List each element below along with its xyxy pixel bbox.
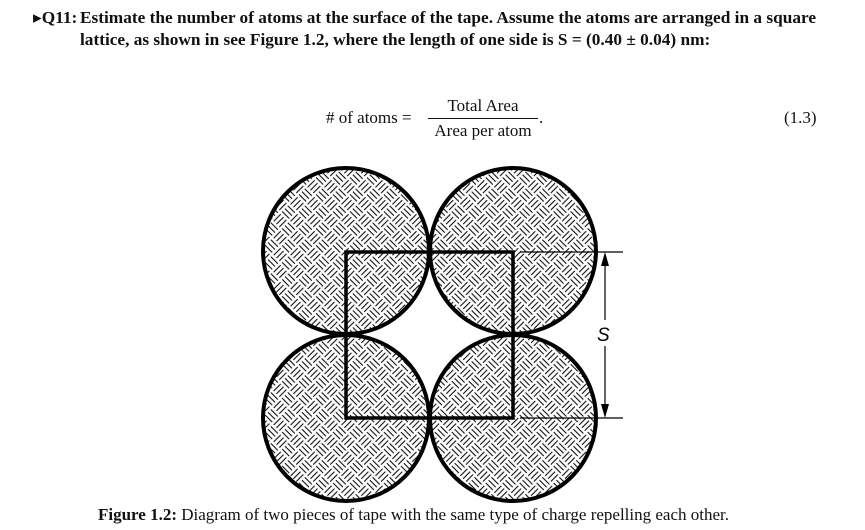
equation-number: (1.3)	[784, 108, 817, 127]
caption-label: Figure 1.2:	[98, 505, 178, 524]
question-label: ▸Q11:	[33, 7, 77, 29]
equation-fraction: Total Area Area per atom	[428, 96, 538, 141]
question-number: Q11:	[41, 8, 78, 27]
unit-cell-square	[344, 250, 515, 420]
figure-caption: Figure 1.2: Diagram of two pieces of tap…	[98, 505, 729, 525]
side-length-label: S	[597, 325, 610, 346]
equation-denominator: Area per atom	[434, 121, 532, 140]
arrow-down-icon	[601, 404, 609, 418]
caption-text: Diagram of two pieces of tape with the s…	[181, 505, 729, 524]
triangle-marker-icon: ▸	[33, 8, 42, 27]
equation-period: .	[539, 108, 544, 127]
atoms	[261, 166, 598, 503]
arrow-up-icon	[601, 252, 609, 266]
question-q11: ▸Q11: Estimate the number of atoms at th…	[33, 7, 816, 50]
equation-lhs: # of atoms =	[326, 108, 412, 127]
question-text: Estimate the number of atoms at the surf…	[80, 8, 816, 49]
dimension-marker	[520, 251, 623, 419]
fraction-bar	[428, 118, 538, 119]
equation-numerator: Total Area	[447, 96, 519, 115]
